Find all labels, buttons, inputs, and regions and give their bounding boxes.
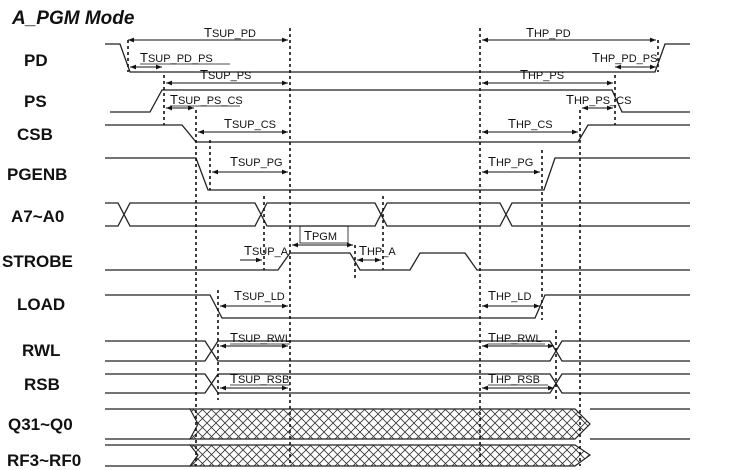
timing-label-tsup-ld: TSUP_LD	[234, 288, 285, 303]
timing-label-thp-pg: THP_PG	[488, 154, 533, 169]
diagram-title: A_PGM Mode	[11, 8, 135, 29]
waveform-csb	[105, 124, 690, 143]
signal-labels: PD PS CSB PGENB A7~A0 STROBE LOAD RWL RS…	[2, 51, 81, 470]
signal-label-csb: CSB	[17, 125, 53, 144]
signal-label-rf3-rf0: RF3~RF0	[7, 451, 81, 470]
waveform-strobe	[105, 252, 690, 271]
timing-label-thp-a: THP_A	[359, 243, 396, 258]
waveform-rf3-rf0-hatched	[188, 444, 592, 467]
timing-label-thp-rsb: THP_RSB	[488, 371, 540, 386]
timing-label-thp-rwl: THP_RWL	[488, 330, 542, 345]
waveform-pgenb	[105, 157, 690, 191]
signal-label-rwl: RWL	[22, 341, 60, 360]
timing-label-tsup-pg: TSUP_PG	[230, 154, 283, 169]
timing-arrows	[128, 37, 656, 391]
timing-label-thp-ps-cs: THP_PS_CS	[566, 92, 631, 107]
timing-label-thp-pd: THP_PD	[526, 25, 571, 40]
waveform-ps	[110, 89, 690, 113]
timing-label-tsup-rsb: TSUP_RSB	[230, 371, 289, 386]
signal-label-strobe: STROBE	[2, 252, 73, 271]
timing-labels: TSUP_PD TSUP_PD_PS TSUP_PS TSUP_PS_CS TS…	[140, 25, 657, 386]
timing-label-tsup-a: TSUP_A	[244, 243, 289, 258]
timing-label-thp-cs: THP_CS	[508, 116, 553, 131]
timing-label-thp-pd-ps: THP_PD_PS	[592, 50, 657, 65]
signal-label-pd: PD	[24, 51, 48, 70]
waveform-pd	[105, 43, 690, 73]
timing-label-thp-ld: THP_LD	[488, 288, 531, 303]
signal-label-rsb: RSB	[24, 375, 60, 394]
waveform-rf3-rf0-edges	[105, 444, 190, 467]
signal-label-pgenb: PGENB	[7, 165, 67, 184]
signal-label-load: LOAD	[17, 295, 65, 314]
waveform-load	[105, 294, 690, 319]
signal-label-ps: PS	[24, 92, 47, 111]
timing-label-tsup-rwl: TSUP_RWL	[230, 330, 291, 345]
signal-label-a7-a0: A7~A0	[11, 207, 64, 226]
timing-label-tsup-ps-cs: TSUP_PS_CS	[170, 92, 243, 107]
timing-label-tsup-ps: TSUP_PS	[200, 67, 251, 82]
waveform-q31-q0-hatched	[189, 408, 591, 440]
timing-label-tsup-pd: TSUP_PD	[204, 25, 256, 40]
label-underlines	[140, 63, 548, 386]
waveform-rsb	[105, 373, 690, 394]
waveform-a7-a0	[105, 202, 690, 227]
timing-label-thp-ps: THP_PS	[520, 67, 564, 82]
waveform-q31-q0-edges	[105, 408, 690, 440]
timing-label-tpgm: TPGM	[304, 228, 337, 243]
timing-label-tsup-pd-ps: TSUP_PD_PS	[140, 50, 213, 65]
signal-label-q31-q0: Q31~Q0	[8, 415, 73, 434]
timing-label-tsup-cs: TSUP_CS	[224, 116, 276, 131]
waveforms	[105, 43, 690, 467]
waveform-rwl	[105, 340, 690, 362]
reference-lines	[127, 28, 659, 466]
